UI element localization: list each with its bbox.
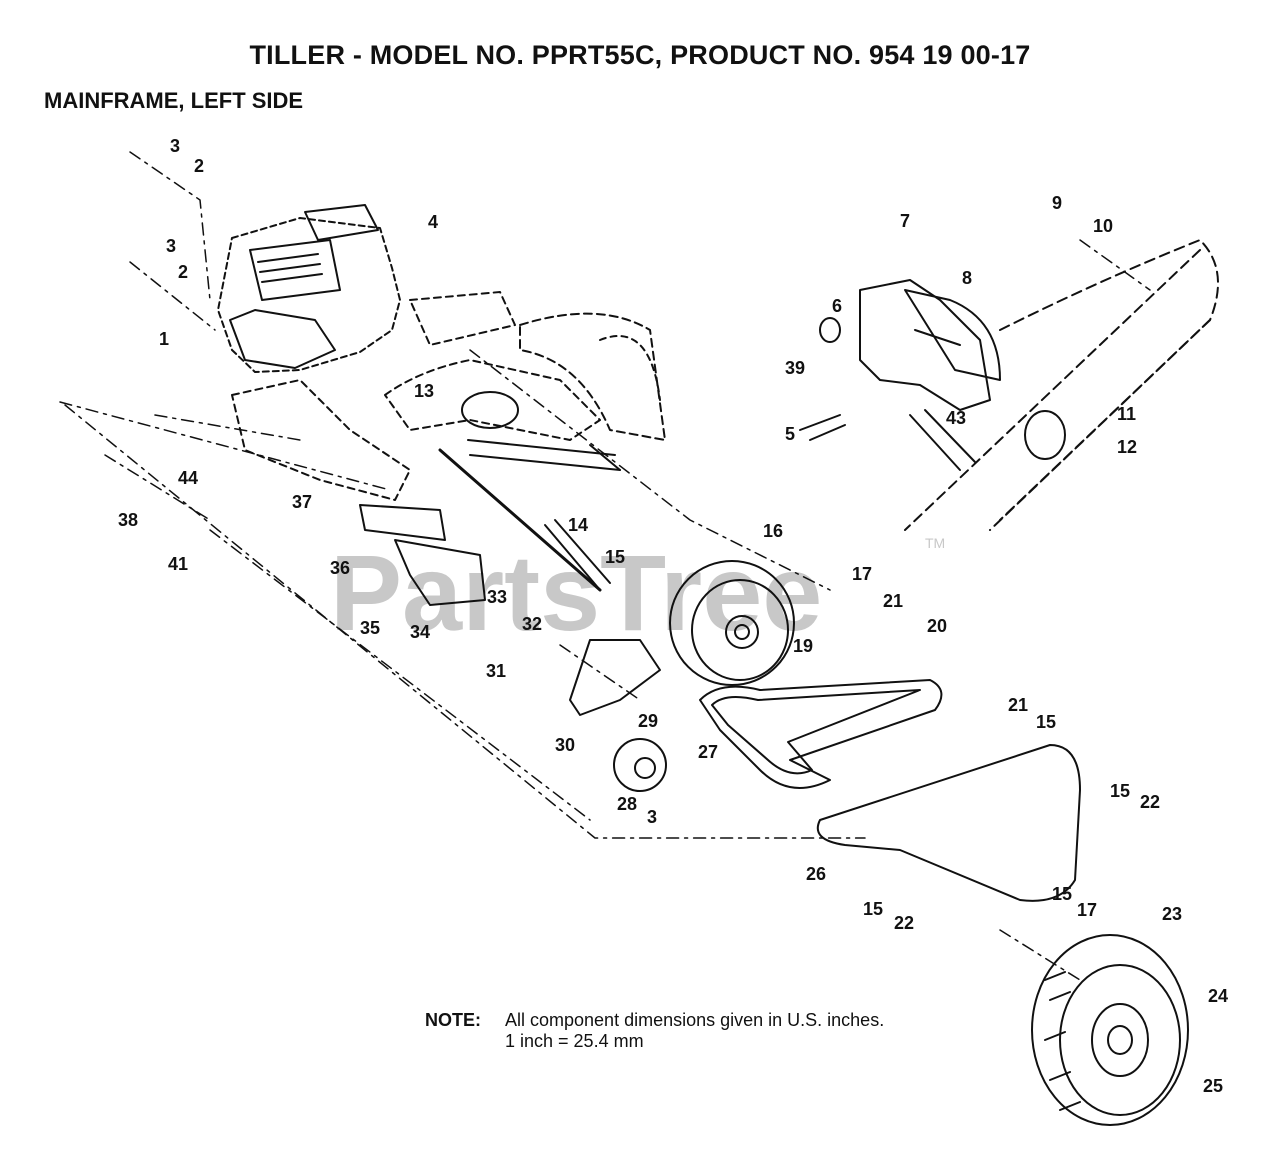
wheel-23 [1031, 934, 1189, 1126]
callout-33: 33 [487, 587, 507, 607]
callout-34: 34 [410, 622, 430, 642]
callout-17: 17 [852, 564, 872, 584]
callout-29: 29 [638, 711, 658, 731]
note-line-2: 1 inch = 25.4 mm [505, 1031, 644, 1051]
callout-15: 15 [605, 547, 625, 567]
callout-36: 36 [330, 558, 350, 578]
note-label: NOTE: [425, 1010, 481, 1030]
callout-15b: 15 [1036, 712, 1056, 732]
engine [217, 204, 401, 373]
callout-30: 30 [555, 735, 575, 755]
callout-22b: 22 [894, 913, 914, 933]
callout-11: 11 [1117, 404, 1136, 424]
callout-43: 43 [946, 408, 966, 428]
callout-9: 9 [1052, 193, 1062, 213]
callout-37: 37 [292, 492, 312, 512]
callout-6: 6 [832, 296, 842, 316]
callout-3b: 3 [166, 236, 176, 256]
callout-25: 25 [1203, 1076, 1223, 1096]
watermark: PartsTree [330, 532, 822, 653]
idler-bracket-30 [569, 639, 661, 716]
callout-17b: 17 [1077, 900, 1097, 920]
dimension-note: NOTE: All component dimensions given in U… [425, 1010, 884, 1052]
callout-22: 22 [1140, 792, 1160, 812]
belt-27 [699, 679, 943, 789]
page-title: TILLER - MODEL NO. PPRT55C, PRODUCT NO. … [249, 40, 1031, 70]
belt-27-inner [711, 689, 921, 775]
callout-26: 26 [806, 864, 826, 884]
bracket-36 [359, 504, 446, 541]
callout-2: 2 [194, 156, 204, 176]
callout-31: 31 [486, 661, 506, 681]
callout-19: 19 [793, 636, 813, 656]
callout-39: 39 [785, 358, 805, 378]
pulley-16 [669, 560, 795, 686]
callout-15c: 15 [1110, 781, 1130, 801]
callout-21: 21 [883, 591, 903, 611]
callout-7: 7 [900, 211, 910, 231]
spacer-14 [544, 519, 611, 591]
belt-cover-26 [816, 744, 1081, 902]
callout-12: 12 [1117, 437, 1137, 457]
depth-bar-assembly [799, 239, 1219, 531]
assembly-guides [59, 151, 1151, 981]
callout-2b: 2 [178, 262, 188, 282]
callout-5: 5 [785, 424, 795, 444]
callout-10: 10 [1093, 216, 1113, 236]
callout-16: 16 [763, 521, 783, 541]
watermark-trademark: TM [925, 535, 945, 551]
callout-labels: 3 2 3 2 4 1 13 37 44 38 41 36 35 34 33 3… [118, 136, 1228, 1096]
callout-3: 3 [170, 136, 180, 156]
section-subtitle: MAINFRAME, LEFT SIDE [44, 88, 304, 113]
callout-1: 1 [159, 329, 169, 349]
note-line-1: All component dimensions given in U.S. i… [505, 1010, 885, 1030]
callout-21b: 21 [1008, 695, 1028, 715]
callout-32: 32 [522, 614, 542, 634]
axle [438, 448, 602, 592]
callout-38: 38 [118, 510, 138, 530]
callout-35: 35 [360, 618, 380, 638]
callout-14: 14 [568, 515, 588, 535]
callout-4: 4 [428, 212, 438, 232]
callout-3c: 3 [647, 807, 657, 827]
callout-15e: 15 [1052, 884, 1072, 904]
callout-15d: 15 [863, 899, 883, 919]
callout-24: 24 [1208, 986, 1228, 1006]
idler-pulley-28 [613, 738, 667, 792]
cover-34 [394, 539, 486, 606]
callout-23: 23 [1162, 904, 1182, 924]
callout-27: 27 [698, 742, 718, 762]
callout-13: 13 [414, 381, 434, 401]
callout-41: 41 [168, 554, 188, 574]
callout-44: 44 [178, 468, 198, 488]
callout-28: 28 [617, 794, 637, 814]
callout-8: 8 [962, 268, 972, 288]
mainframe [231, 291, 666, 501]
callout-20: 20 [927, 616, 947, 636]
